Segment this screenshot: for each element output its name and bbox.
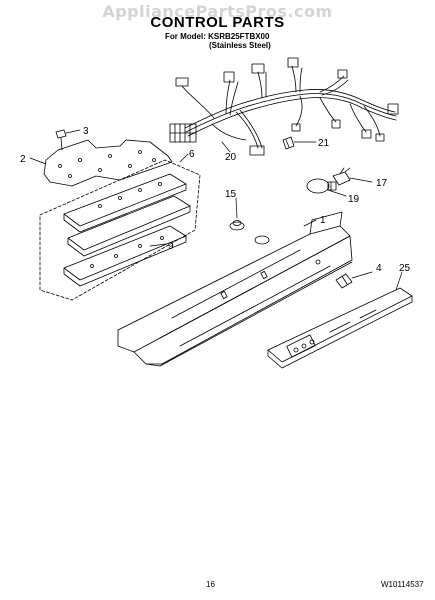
callout-1: 1 xyxy=(320,215,326,226)
switch-bracket xyxy=(335,273,353,289)
document-number: W10114537 xyxy=(381,580,424,589)
callout-labels: 1 2 3 4 6 9 15 17 19 20 21 25 xyxy=(20,126,411,274)
model-finish: (Stainless Steel) xyxy=(209,41,271,50)
mounting-plate xyxy=(43,139,173,187)
callout-19: 19 xyxy=(348,194,360,205)
callout-4: 4 xyxy=(376,263,382,274)
callout-25: 25 xyxy=(399,263,411,274)
callout-3: 3 xyxy=(83,126,89,137)
page-title: CONTROL PARTS xyxy=(150,14,285,31)
callout-leaders xyxy=(29,129,403,291)
callout-9: 9 xyxy=(168,241,174,252)
model-number: For Model: KSRB25FTBX00 xyxy=(165,32,270,41)
callout-6: 6 xyxy=(189,149,195,160)
watermark: AppliancePartsPros.com xyxy=(102,2,333,21)
control-board-group xyxy=(39,159,201,301)
callout-2: 2 xyxy=(20,154,26,165)
callout-21: 21 xyxy=(318,138,330,149)
wire-clip xyxy=(282,136,295,150)
light-bulb xyxy=(306,178,337,194)
grommet xyxy=(229,220,245,231)
control-panel-overlay xyxy=(267,287,413,369)
wire-harness xyxy=(169,57,399,156)
lamp-socket xyxy=(332,167,351,186)
callout-15: 15 xyxy=(225,189,237,200)
callout-17: 17 xyxy=(376,178,388,189)
callout-20: 20 xyxy=(225,152,237,163)
page-number: 16 xyxy=(206,580,215,589)
control-housing xyxy=(117,211,353,367)
screw xyxy=(55,129,67,151)
